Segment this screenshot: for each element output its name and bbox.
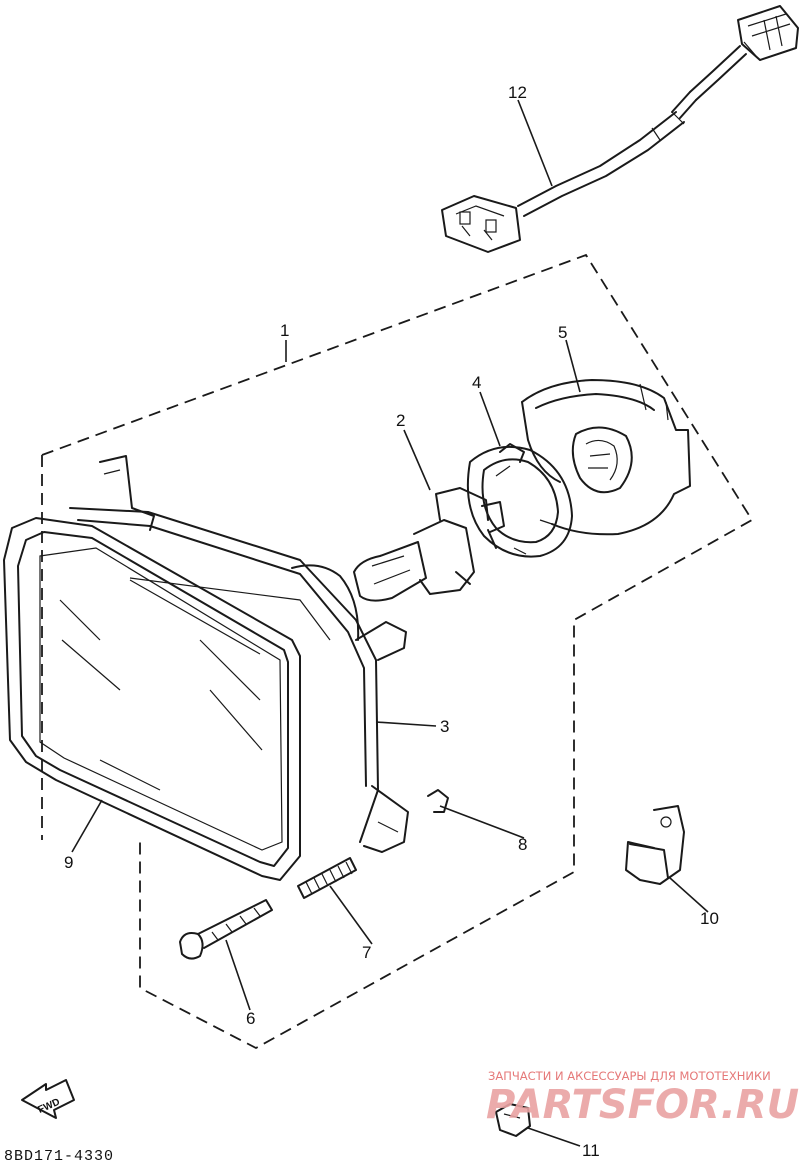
socket-cover [521, 379, 691, 536]
watermark-tagline: ЗАПЧАСТИ И АКСЕССУАРЫ ДЛЯ МОТОТЕХНИКИ [488, 1069, 771, 1083]
callout-3: 3 [440, 717, 449, 736]
drawing-code: 8BD171-4330 [4, 1148, 114, 1163]
callout-9: 9 [64, 853, 73, 872]
small-clip [495, 1103, 531, 1137]
halogen-bulb [353, 487, 505, 602]
callout-5: 5 [558, 323, 567, 342]
callout-4: 4 [472, 373, 481, 392]
watermark-logo: ЗАПЧАСТИ И АКСЕССУАРЫ ДЛЯ МОТОТЕХНИКИ PA… [486, 1069, 799, 1128]
retaining-ring [466, 443, 573, 558]
headlight-unit [3, 455, 409, 881]
leader-lines [71, 99, 709, 1147]
adjusting-screw [179, 899, 273, 960]
spring [297, 857, 357, 899]
spring-clip [427, 789, 449, 813]
fwd-label: FWD [36, 1097, 61, 1116]
callout-2: 2 [396, 411, 405, 430]
callout-6: 6 [246, 1009, 255, 1028]
cable-clamp [625, 805, 685, 885]
callout-1: 1 [280, 321, 289, 340]
wire-harness [441, 5, 799, 253]
callout-8: 8 [518, 835, 527, 854]
callout-7: 7 [362, 943, 371, 962]
callout-12: 12 [508, 83, 527, 102]
fwd-arrow-icon: FWD [21, 1079, 75, 1119]
callout-10: 10 [700, 909, 719, 928]
watermark-brand: PARTSFOR.RU [486, 1082, 799, 1128]
callout-labels: 1 2 3 4 5 6 7 8 9 10 11 12 [64, 83, 719, 1160]
callout-11: 11 [582, 1141, 600, 1160]
